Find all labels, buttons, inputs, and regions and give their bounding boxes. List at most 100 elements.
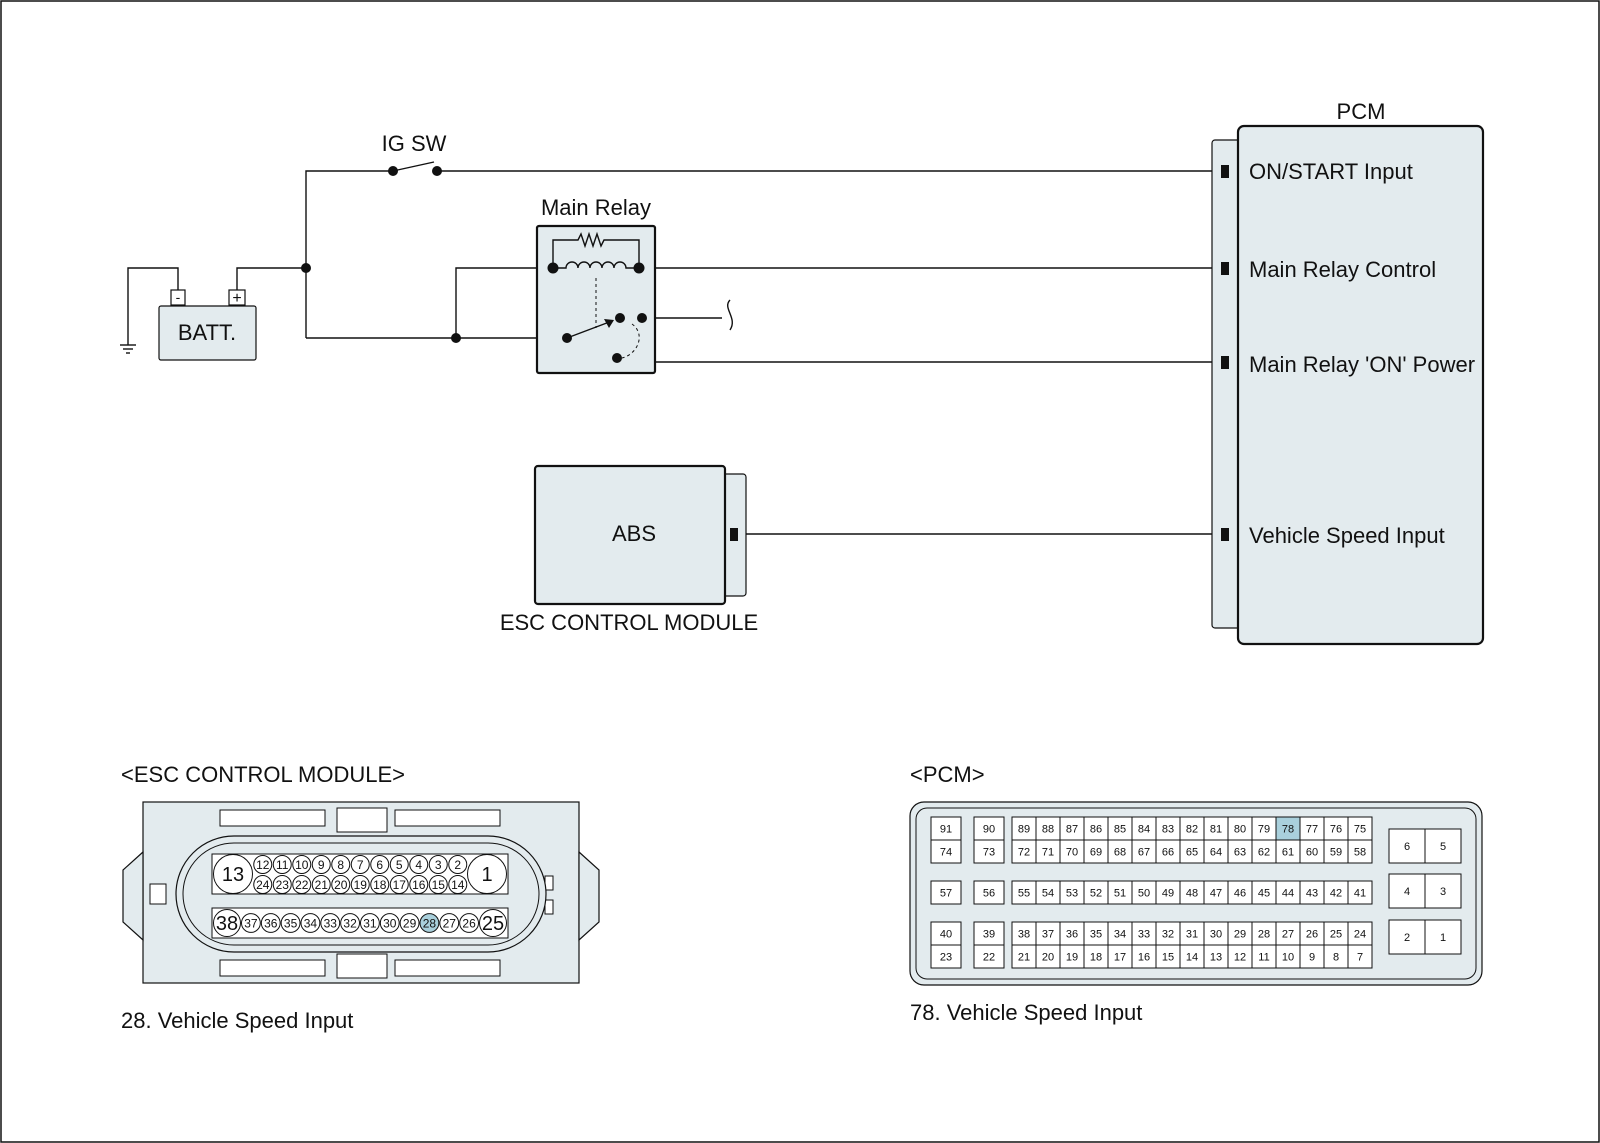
pin-number: 16: [1138, 952, 1150, 964]
pin-number: 79: [1258, 824, 1270, 836]
connector-pin: 13: [1203, 944, 1229, 969]
pin-number: 13: [222, 864, 244, 886]
connector-pin: 80: [1227, 816, 1253, 841]
pin-number: 24: [256, 878, 270, 892]
connector-pin: 20: [1035, 944, 1061, 969]
pin-number: 38: [216, 913, 238, 935]
pin-number: 2: [1404, 932, 1410, 944]
pin-number: 1: [1440, 932, 1446, 944]
connector-pin: 1: [467, 854, 507, 894]
pin-number: 5: [396, 858, 403, 872]
connector-pin: 15: [1155, 944, 1181, 969]
connector-pin: 58: [1347, 839, 1373, 864]
connector-pin: 9: [311, 855, 331, 874]
connector-pin: 7: [350, 855, 370, 874]
connector-pin: 66: [1155, 839, 1181, 864]
pin-number: 8: [1333, 952, 1339, 964]
pcm-connector-title: <PCM>: [910, 762, 985, 787]
pin-number: 3: [435, 858, 442, 872]
connector-pin: 75: [1347, 816, 1373, 841]
connector-pin: 1: [1424, 919, 1462, 955]
connector-pin: 85: [1107, 816, 1133, 841]
pin-number: 24: [1354, 929, 1366, 941]
pin-number: 53: [1066, 888, 1078, 900]
pin-number: 57: [940, 888, 952, 900]
connector-pin: 24: [253, 875, 273, 894]
connector-pin: 26: [1299, 921, 1325, 946]
pin-number: 15: [432, 878, 446, 892]
connector-pin: 35: [280, 913, 301, 933]
pin-number: 18: [1090, 952, 1102, 964]
connector-pin: 32: [1155, 921, 1181, 946]
ig-sw-label: IG SW: [382, 131, 447, 156]
pin-number: 31: [363, 917, 377, 931]
pin-number: 63: [1234, 847, 1246, 859]
connector-pin: 2: [1388, 919, 1426, 955]
connector-pin: 2: [448, 855, 468, 874]
pin-number: 33: [324, 917, 338, 931]
connector-pin: 17: [389, 875, 409, 894]
connector-pin: 44: [1275, 880, 1301, 905]
connector-pin: 82: [1179, 816, 1205, 841]
connector-pin: 73: [973, 839, 1005, 864]
esc-connector-right-latch: [578, 850, 600, 942]
battery: - + BATT.: [158, 289, 257, 361]
connector-pin: 56: [973, 880, 1005, 905]
connector-pin: 11: [1251, 944, 1277, 969]
pin-number: 65: [1186, 847, 1198, 859]
connector-pin: 83: [1155, 816, 1181, 841]
connector-pin: 34: [1107, 921, 1133, 946]
pin-number: 54: [1042, 888, 1054, 900]
pin-number: 66: [1162, 847, 1174, 859]
connector-pin: 69: [1083, 839, 1109, 864]
connector-pin: 49: [1155, 880, 1181, 905]
main-relay-body: [535, 224, 657, 375]
pin-number: 35: [1090, 929, 1102, 941]
connector-pin: 23: [930, 944, 962, 969]
pin-number: 18: [373, 878, 387, 892]
connector-pin: 33: [320, 913, 341, 933]
connector-pin: 6: [370, 855, 390, 874]
pin-number: 91: [940, 824, 952, 836]
connector-pin: 35: [1083, 921, 1109, 946]
connector-pin: 84: [1131, 816, 1157, 841]
pin-number: 33: [1138, 929, 1150, 941]
pin-number: 21: [1018, 952, 1030, 964]
pin-number: 37: [244, 917, 258, 931]
pin-number: 17: [393, 878, 407, 892]
pin-number: 12: [256, 858, 270, 872]
connector-pin: 12: [253, 855, 273, 874]
connector-pin: 16: [409, 875, 429, 894]
pin-number: 69: [1090, 847, 1102, 859]
connector-pin: 12: [1227, 944, 1253, 969]
connector-pin: 70: [1059, 839, 1085, 864]
connector-pin: 88: [1035, 816, 1061, 841]
esc-module-label: ESC CONTROL MODULE: [500, 610, 758, 635]
connector-pin: 14: [1179, 944, 1205, 969]
pin-number: 25: [1330, 929, 1342, 941]
pin-number: 14: [1186, 952, 1198, 964]
connector-pin: 30: [379, 913, 400, 933]
pin-number: 80: [1234, 824, 1246, 836]
connector-pin: 50: [1131, 880, 1157, 905]
connector-pin: 5: [1424, 828, 1462, 864]
pin-number: 6: [1404, 841, 1410, 853]
pin-number: 68: [1114, 847, 1126, 859]
pin-number: 81: [1210, 824, 1222, 836]
connector-pin: 27: [1275, 921, 1301, 946]
connector-pin: 26: [459, 913, 480, 933]
connector-pin: 7: [1347, 944, 1373, 969]
junction-dot: [451, 333, 461, 343]
connector-pin: 65: [1179, 839, 1205, 864]
pin-number: 85: [1114, 824, 1126, 836]
pin-number: 88: [1042, 824, 1054, 836]
connector-pin: 86: [1083, 816, 1109, 841]
connector-pin: 24: [1347, 921, 1373, 946]
connector-pin: 21: [1011, 944, 1037, 969]
pin-number: 75: [1354, 824, 1366, 836]
pcm-input-main-relay-on-power: Main Relay 'ON' Power: [1249, 352, 1475, 377]
connector-pin: 18: [1083, 944, 1109, 969]
main-relay-label: Main Relay: [541, 195, 651, 220]
